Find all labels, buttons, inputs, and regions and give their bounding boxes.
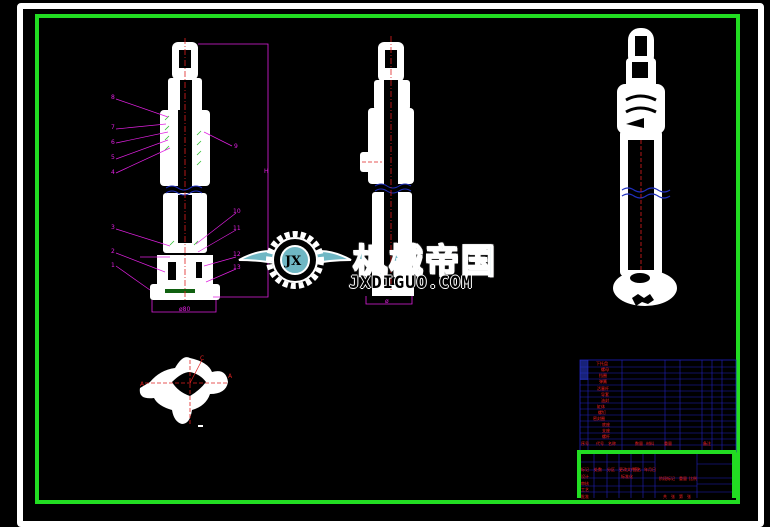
tb-count: 处数 <box>594 467 602 472</box>
tb-review: 审核 <box>581 481 589 486</box>
parts-row-7: 油封 <box>601 398 609 403</box>
section-label-c: C <box>200 355 204 362</box>
part-label: 10 <box>233 208 241 215</box>
parts-row-5: 活塞杆 <box>597 386 609 391</box>
parts-row-3: 挡圈 <box>599 373 607 378</box>
parts-row-8: 缸体 <box>597 404 605 409</box>
parts-row-11: 底座 <box>602 422 610 427</box>
parts-header-remark: 备注 <box>703 441 711 446</box>
parts-row-9: 螺钉 <box>598 410 606 415</box>
section-label-a-right: A <box>228 373 233 380</box>
drawing-frame <box>35 14 740 504</box>
side-view: ø <box>360 36 414 305</box>
parts-row-6: 导套 <box>601 392 609 397</box>
tb-scale: 比例 <box>689 476 697 481</box>
part-label: 1 <box>111 262 115 269</box>
tb-sheet-1: 张 <box>671 494 675 499</box>
title-block-green-right <box>732 450 736 498</box>
tb-sheet-2: 张 <box>687 494 691 499</box>
part-label: 4 <box>111 169 115 176</box>
tb-signature: 签名 <box>633 467 641 472</box>
parts-header-material: 材料 <box>646 441 654 446</box>
part-label: 9 <box>234 143 238 150</box>
part-label: 12 <box>233 251 241 258</box>
parts-row-13: 螺杆 <box>602 434 610 439</box>
section-view: C A A <box>139 355 233 427</box>
watermark-logo: JX 机械帝国 JXDIGUO.COM <box>235 228 535 298</box>
part-label: 6 <box>111 139 115 146</box>
part-label: 13 <box>233 264 241 271</box>
gear-wings-icon: JX <box>238 231 352 289</box>
parts-header-qty: 数量 <box>635 441 643 446</box>
parts-header-weight: 重量 <box>664 441 672 446</box>
part-label: 3 <box>111 224 115 231</box>
tb-standardize: 标准化 <box>621 474 633 479</box>
tb-change-doc: 更改文件号 <box>619 467 639 472</box>
tb-total: 共 <box>663 494 667 499</box>
parts-row-4: 弹簧 <box>599 379 607 384</box>
dim-label-height: H <box>264 168 269 175</box>
tb-zone: 分区 <box>607 467 615 472</box>
section-label-a-left: A <box>140 381 145 388</box>
tb-number: 第 <box>679 494 683 499</box>
tb-weight: 重量 <box>679 476 687 481</box>
part-label: 2 <box>111 248 115 255</box>
tb-mark: 标记 <box>581 467 589 472</box>
parts-row-12: 支座 <box>602 428 610 433</box>
front-view: H ø80 8 7 6 5 4 3 2 1 9 10 11 <box>111 38 269 313</box>
logo-title-en: JXDIGUO.COM <box>349 273 473 293</box>
dim-label-base: ø80 <box>179 306 190 313</box>
tb-approve: 批准 <box>581 494 589 499</box>
parts-list-table <box>579 359 737 453</box>
logo-badge-text: JX <box>284 254 302 269</box>
tb-stage: 阶段标记 <box>659 476 675 481</box>
tb-design: 设计 <box>581 474 589 479</box>
part-label: 5 <box>111 154 115 161</box>
parts-header-code: 代号 <box>596 441 604 446</box>
parts-header-no: 序号 <box>581 441 589 446</box>
tb-date: 年月日 <box>644 467 656 472</box>
tb-process: 工艺 <box>581 487 589 492</box>
dim-label-side-base: ø <box>385 298 389 305</box>
logo-title-cn: 机械帝国 <box>352 241 497 283</box>
parts-row-10: 密封圈 <box>593 416 605 421</box>
part-label: 8 <box>111 94 115 101</box>
parts-row-1: 下托盘 <box>596 361 608 366</box>
part-label: 7 <box>111 124 115 131</box>
parts-row-2: 螺母 <box>601 367 609 372</box>
part-label: 11 <box>233 225 241 232</box>
isometric-view <box>613 28 677 306</box>
parts-header-name: 名称 <box>608 441 616 446</box>
title-block: 标记 处数 分区 更改文件号 签名 年月日 设计 标准化 审核 工艺 批准 阶段… <box>577 450 735 499</box>
